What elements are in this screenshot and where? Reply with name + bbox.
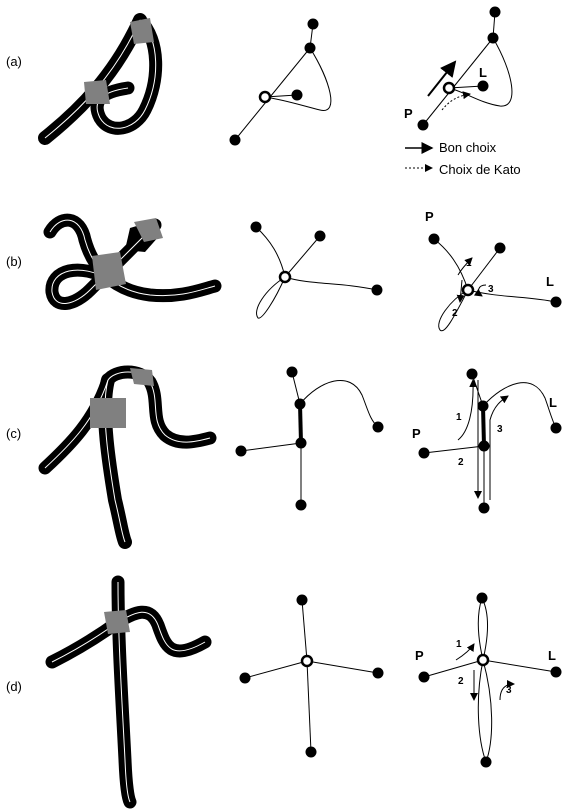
endpoint-node xyxy=(239,672,251,684)
start-label: P xyxy=(415,648,424,663)
legend-good-choice: Bon choix xyxy=(439,140,497,155)
endpoint-node xyxy=(550,422,562,434)
endpoint-node xyxy=(286,366,298,378)
endpoint-node xyxy=(478,440,490,452)
end-label: L xyxy=(546,274,554,289)
step-label: 3 xyxy=(497,424,503,435)
junction-region xyxy=(90,398,126,428)
endpoint-node xyxy=(550,296,562,308)
junction-node xyxy=(442,81,456,95)
row-b-label: (b) xyxy=(6,254,22,269)
row-d-graph xyxy=(244,599,379,753)
row-d-label: (d) xyxy=(6,679,22,694)
step-label: 2 xyxy=(458,457,464,468)
endpoint-node xyxy=(466,368,478,380)
endpoint-node xyxy=(550,666,562,678)
endpoint-node xyxy=(295,499,307,511)
endpoint-node xyxy=(305,746,317,758)
step-label: 2 xyxy=(452,308,458,319)
junction-node xyxy=(300,654,314,668)
row-b-path-graph xyxy=(433,238,557,332)
step-label: 1 xyxy=(456,639,462,650)
step-label: 1 xyxy=(466,258,472,269)
endpoint-node xyxy=(291,89,303,101)
step-label: 3 xyxy=(506,685,512,696)
endpoint-node xyxy=(304,42,316,54)
endpoint-node xyxy=(477,400,489,412)
endpoint-node xyxy=(487,32,499,44)
junction-node xyxy=(258,90,272,104)
junction-region xyxy=(130,368,154,386)
endpoint-node xyxy=(477,80,489,92)
endpoint-node xyxy=(372,421,384,433)
endpoint-node xyxy=(417,119,429,131)
step-label: 1 xyxy=(456,412,462,423)
row-a-stroke-image xyxy=(38,13,163,145)
end-label: L xyxy=(479,65,487,80)
row-d-stroke-image xyxy=(45,575,212,809)
junction-node xyxy=(461,283,475,297)
row-c-stroke-image xyxy=(38,365,217,549)
start-label: P xyxy=(412,426,421,441)
row-c-label: (c) xyxy=(6,426,21,441)
legend: Bon choix Choix de Kato xyxy=(405,140,521,177)
endpoint-node xyxy=(478,502,490,514)
row-c: (c) xyxy=(6,365,562,549)
junction-region xyxy=(84,80,110,104)
junction-node xyxy=(476,653,490,667)
endpoint-node xyxy=(235,445,247,457)
endpoint-node xyxy=(307,18,319,30)
endpoint-node xyxy=(294,398,306,410)
endpoint-node xyxy=(229,134,241,146)
row-a: (a) xyxy=(6,6,521,177)
start-label: P xyxy=(404,106,413,121)
endpoint-node xyxy=(295,437,307,449)
endpoint-node xyxy=(296,594,308,606)
endpoint-node xyxy=(371,284,383,296)
junction-region xyxy=(104,610,130,634)
endpoint-node xyxy=(372,667,384,679)
step-label: 2 xyxy=(458,676,464,687)
row-a-graph xyxy=(234,23,332,141)
endpoint-node xyxy=(314,230,326,242)
row-b-graph xyxy=(255,226,378,319)
junction-region xyxy=(130,18,154,44)
endpoint-node xyxy=(494,242,506,254)
legend-kato-choice: Choix de Kato xyxy=(439,162,521,177)
endpoint-node xyxy=(428,233,440,245)
end-label: L xyxy=(549,395,557,410)
step-label: 3 xyxy=(488,284,494,295)
row-b-stroke-image xyxy=(43,213,222,310)
endpoint-node xyxy=(476,592,488,604)
endpoint-node xyxy=(418,671,430,683)
junction-node xyxy=(278,270,292,284)
endpoint-node xyxy=(480,756,492,768)
row-b: (b) xyxy=(6,209,562,332)
endpoint-node xyxy=(250,221,262,233)
row-d-path-graph xyxy=(423,596,557,764)
row-c-path-graph xyxy=(423,373,557,508)
row-d: (d) xyxy=(6,575,562,809)
row-c-graph xyxy=(240,371,379,505)
junction-region xyxy=(92,252,126,290)
start-label: P xyxy=(425,209,434,224)
end-label: L xyxy=(548,648,556,663)
endpoint-node xyxy=(418,447,430,459)
junction-region xyxy=(134,218,163,242)
row-a-label: (a) xyxy=(6,54,22,69)
endpoint-node xyxy=(489,6,501,18)
row-a-path-graph xyxy=(422,11,513,126)
